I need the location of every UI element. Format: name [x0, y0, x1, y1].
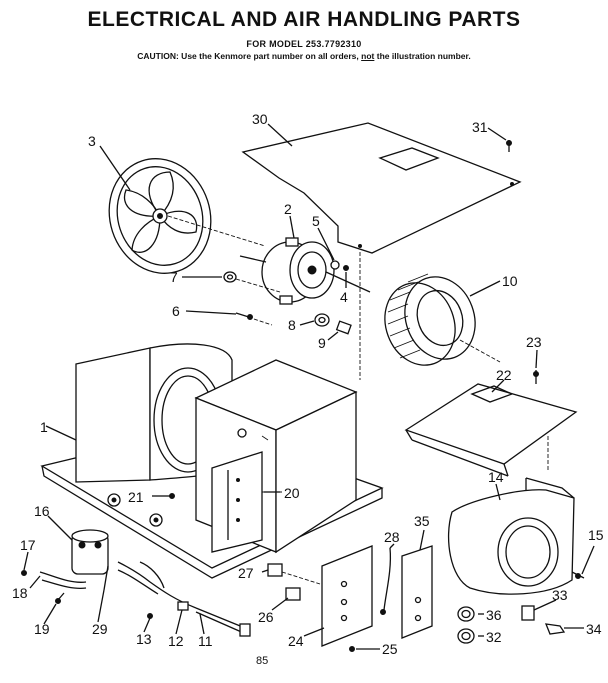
- callout-3: 3: [88, 133, 96, 149]
- callout-10: 10: [502, 273, 518, 289]
- housing-screw: [571, 571, 585, 579]
- callout-16: 16: [34, 503, 50, 519]
- callout-14: 14: [488, 469, 504, 485]
- blower-scroll-housing: [447, 477, 575, 595]
- callout-26: 26: [258, 609, 274, 625]
- condenser-fan-blade: [108, 158, 266, 274]
- control-knobs: [457, 606, 475, 644]
- wire-harness: [103, 561, 197, 609]
- callout-12: 12: [168, 633, 184, 649]
- motor-grommet-left: [223, 271, 281, 293]
- callout-35: 35: [414, 513, 430, 529]
- blower-wheel: [384, 273, 501, 366]
- callout-19: 19: [34, 621, 50, 637]
- callout-20: 20: [284, 485, 300, 501]
- footer-code: 85: [256, 655, 268, 667]
- callout-25: 25: [382, 641, 398, 657]
- fan-switch: [521, 605, 566, 635]
- cover-screw: [506, 140, 512, 152]
- callout-11: 11: [198, 633, 213, 649]
- callout-5: 5: [312, 213, 320, 229]
- callout-6: 6: [172, 303, 180, 319]
- caution-note: CAUTION: Use the Kenmore part number on …: [0, 51, 608, 61]
- fan-motor: [239, 237, 371, 305]
- callout-9: 9: [318, 335, 326, 351]
- callout-4: 4: [340, 289, 348, 305]
- motor-grommet-right: [314, 313, 352, 335]
- switch-panel: [401, 545, 433, 639]
- callout-21: 21: [128, 489, 144, 505]
- shaft-clip: [330, 260, 349, 271]
- callout-22: 22: [496, 367, 512, 383]
- callout-23: 23: [526, 334, 542, 350]
- callout-34: 34: [586, 621, 602, 637]
- capacitor: [71, 529, 109, 575]
- callout-27: 27: [238, 565, 254, 581]
- callout-33: 33: [552, 587, 568, 603]
- capacitor-strap: [21, 570, 87, 604]
- cord-assembly: [147, 601, 251, 637]
- model-line: FOR MODEL 253.7792310: [246, 39, 362, 49]
- callout-24: 24: [288, 633, 304, 649]
- callout-15: 15: [588, 527, 604, 543]
- callout-36: 36: [486, 607, 502, 623]
- control-panel: [321, 545, 373, 647]
- callout-labels: 30 31 3 2 5 7 4 10 6 8 9 23 22 1 21 20 1…: [12, 111, 604, 667]
- callout-18: 18: [12, 585, 28, 601]
- top-cover-plate: [241, 122, 522, 380]
- mounting-bracket: [211, 451, 282, 553]
- caution-suffix: the illustration number.: [376, 51, 471, 61]
- duct-screw: [533, 370, 539, 384]
- mount-screw: [235, 312, 273, 326]
- callout-1: 1: [40, 419, 48, 435]
- caution-not: not: [361, 51, 375, 61]
- bracket-screw: [160, 493, 175, 499]
- callout-30: 30: [252, 111, 268, 127]
- panel-screw: [349, 646, 355, 652]
- callout-17: 17: [20, 537, 36, 553]
- page-title: ELECTRICAL AND AIR HANDLING PARTS: [87, 8, 521, 31]
- callout-8: 8: [288, 317, 296, 333]
- callout-28: 28: [384, 529, 400, 545]
- thermostat-sensor: [380, 547, 392, 615]
- callout-2: 2: [284, 201, 292, 217]
- callout-32: 32: [486, 629, 502, 645]
- leader-lines: [23, 123, 595, 650]
- callout-13: 13: [136, 631, 152, 647]
- callout-31: 31: [472, 119, 488, 135]
- relay-switch: [267, 563, 321, 601]
- air-duct-plate: [404, 383, 578, 477]
- callout-7: 7: [170, 269, 178, 285]
- caution-prefix: CAUTION: Use the Kenmore part number on …: [137, 51, 359, 61]
- callout-29: 29: [92, 621, 108, 637]
